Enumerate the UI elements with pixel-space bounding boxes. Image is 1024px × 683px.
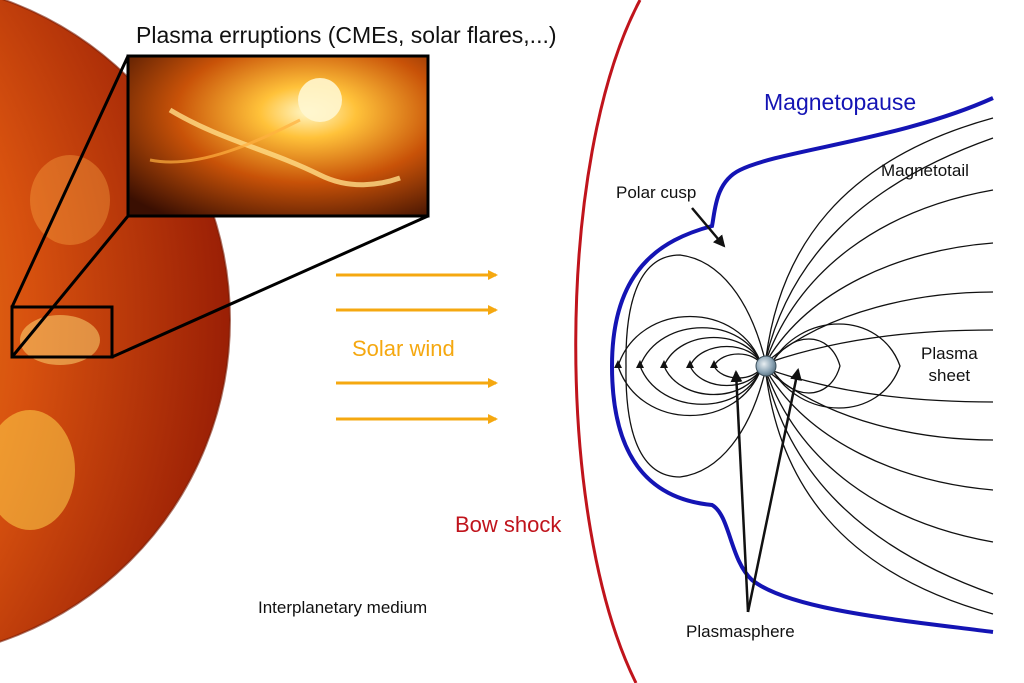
- plasma-sheet-line-1: Plasma: [921, 344, 978, 363]
- solar-wind-arrows: [336, 270, 498, 424]
- magnetopause-curve: [609, 96, 994, 634]
- magnetotail-label: Magnetotail: [881, 161, 969, 180]
- eruptions-label: Plasma erruptions (CMEs, solar flares,..…: [136, 22, 557, 48]
- bow-shock-label: Bow shock: [455, 512, 562, 537]
- plasma-sheet-line-2: sheet: [928, 366, 971, 386]
- zoom-callout: [10, 55, 429, 359]
- magnetopause-label: Magnetopause: [764, 89, 917, 115]
- solar-wind-label: Solar wind: [352, 336, 455, 361]
- plasmasphere-pointers: [730, 368, 802, 613]
- bow-shock-curve: [574, 0, 642, 683]
- earth-icon: [755, 355, 777, 377]
- interplanetary-medium-label: Interplanetary medium: [258, 598, 428, 617]
- plasma-sheet-label: Plasma sheet: [921, 343, 978, 387]
- plasmasphere-label: Plasmasphere: [686, 622, 795, 641]
- flare-image: [126, 54, 430, 218]
- polar-cusp-label: Polar cusp: [616, 183, 697, 202]
- field-direction-arrows: [614, 360, 718, 368]
- polar-cusp-pointer: [691, 207, 726, 248]
